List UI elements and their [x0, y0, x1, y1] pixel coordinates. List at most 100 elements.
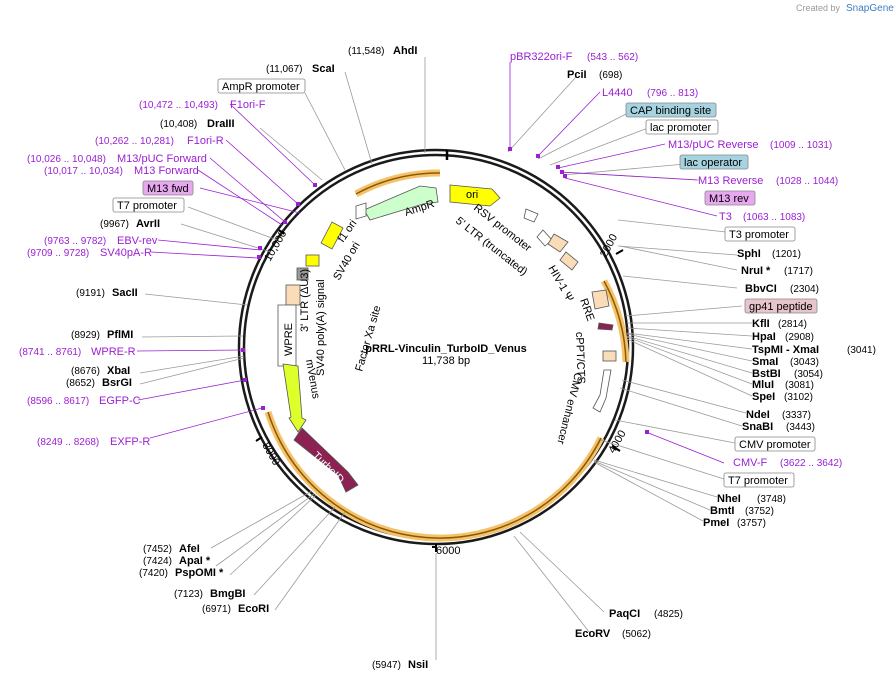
site-avrii: AvrII [136, 218, 160, 230]
site-bmti-pos: (3752) [745, 506, 774, 517]
primer-m13-rev: M13 Reverse [698, 175, 763, 187]
site-ndei-pos: (3337) [782, 410, 811, 421]
site-pflmi-pos: (8929) [71, 330, 100, 341]
site-bmgbi: BmgBI [210, 588, 245, 600]
site-paqci-pos: (4825) [654, 609, 683, 620]
primer-l4440: L4440 [602, 87, 633, 99]
primer-l4440-pos: (796 .. 813) [647, 88, 698, 99]
site-sphi: SphI [737, 248, 761, 260]
primer-m13puc-rev-pos: (1009 .. 1031) [770, 140, 832, 151]
site-xbai: XbaI [107, 365, 130, 377]
site-afei: AfeI [179, 543, 200, 555]
site-snabi-pos: (3443) [786, 422, 815, 433]
site-nhei: NheI [717, 493, 741, 505]
site-scai: ScaI [312, 63, 335, 75]
site-bbvci: BbvCI [745, 283, 777, 295]
site-tspmi-xmai: TspMI - XmaI [752, 344, 819, 356]
site-nrui-pos: (1717) [784, 266, 813, 277]
site-pflmi: PflMI [107, 329, 133, 341]
tick-4000: 4000 [606, 428, 629, 455]
snapgene-brand: SnapGene [846, 3, 894, 14]
site-ecori-pos: (6971) [202, 604, 231, 615]
sv40-ori-label: SV40 ori [331, 240, 362, 283]
cmv-enhancer-label: CMV enhancer [554, 371, 583, 445]
cppt-box [602, 350, 617, 362]
site-nrui: NruI * [741, 265, 771, 277]
site-bmgbi-pos: (7123) [174, 589, 203, 600]
site-xbai-pos: (8676) [71, 366, 100, 377]
site-mlui-pos: (3081) [785, 380, 814, 391]
site-bstbi-pos: (3054) [794, 369, 823, 380]
site-ahdi-pos: (11,548) [348, 46, 385, 57]
sv40-ori-box [305, 254, 320, 267]
site-apai-pos: (7424) [143, 556, 172, 567]
site-pcii-pos: (698) [599, 70, 622, 81]
primer-exfp-r-pos: (8249 .. 8268) [37, 437, 99, 448]
site-sphi-pos: (1201) [772, 249, 801, 260]
site-smai: SmaI [752, 356, 778, 368]
primer-m13puc-fwd-pos: (10,026 .. 10,048) [27, 154, 106, 165]
primer-wpre-r: WPRE-R [91, 346, 136, 358]
mvenus-arrow [282, 363, 307, 433]
sv40-polya-label: SV40 poly(A) signal [315, 279, 327, 376]
site-ahdi: AhdI [393, 45, 417, 57]
orange-arc-right [600, 279, 630, 363]
cmv-enhancer-arrow [592, 369, 612, 413]
site-bsrgi: BsrGI [102, 377, 132, 389]
rre-box [591, 289, 610, 310]
primer-m13-rev-pos: (1028 .. 1044) [776, 176, 838, 187]
tick-2000: 2000 [598, 232, 620, 259]
plasmid-size: 11,738 bp [422, 355, 470, 367]
site-pmei-pos: (3757) [737, 518, 766, 529]
site-smai-pos: (3043) [790, 357, 819, 368]
f1-ori-arrow [320, 221, 344, 250]
primer-cmv-f: CMV-F [733, 457, 768, 469]
box-lac-operator: lac operator [684, 157, 742, 169]
primer-cmv-f-pos: (3622 .. 3642) [780, 458, 842, 469]
primer-pbr322ori-f-pos: (543 .. 562) [587, 52, 638, 63]
small-feature [355, 202, 367, 220]
primer-ebv-rev-pos: (9763 .. 9782) [44, 236, 106, 247]
site-sacii: SacII [112, 287, 138, 299]
box-ampr-promoter: AmpR promoter [222, 81, 300, 93]
primer-egfp-c: EGFP-C [99, 395, 141, 407]
site-kfli-pos: (2814) [778, 319, 807, 330]
site-bsrgi-pos: (8652) [66, 378, 95, 389]
box-t3-promoter: T3 promoter [729, 229, 789, 241]
box-t7-promoter-right: T7 promoter [728, 475, 788, 487]
site-nsii: NsiI [408, 659, 428, 671]
site-tspmi-xmai-pos: (3041) [847, 345, 876, 356]
site-snabi: SnaBI [742, 421, 773, 433]
box-m13-rev: M13 rev [709, 193, 749, 205]
primer-f1ori-r: F1ori-R [187, 135, 224, 147]
leader-lines [139, 57, 753, 660]
primer-sv40pa-r-pos: (9709 .. 9728) [27, 248, 89, 259]
primer-ebv-rev: EBV-rev [117, 235, 158, 247]
ampr-arrow [363, 185, 439, 221]
orange-arc-bottom [264, 410, 605, 542]
primer-m13-fwd-pos: (10,017 .. 10,034) [44, 166, 123, 177]
site-spei: SpeI [752, 391, 775, 403]
box-cmv-promoter: CMV promoter [739, 439, 811, 451]
ltr3-box [285, 284, 301, 306]
factor-xa-label: Factor Xa site [353, 304, 383, 373]
site-paqci: PaqCI [609, 608, 640, 620]
primer-pbr322ori-f: pBR322ori-F [510, 51, 573, 63]
primer-m13-fwd: M13 Forward [134, 165, 199, 177]
site-ecorv: EcoRV [575, 628, 611, 640]
site-ecori: EcoRI [238, 603, 269, 615]
ori-label: ori [466, 189, 478, 201]
box-gp41-peptide: gp41 peptide [749, 301, 813, 313]
primer-t3-pos: (1063 .. 1083) [743, 212, 805, 223]
primer-wpre-r-pos: (8741 .. 8761) [19, 347, 81, 358]
site-pmei: PmeI [703, 517, 729, 529]
site-pspomi: PspOMI * [175, 567, 224, 579]
primer-leader-lines [136, 62, 725, 464]
site-hpai-pos: (2908) [785, 332, 814, 343]
site-nhei-pos: (3748) [757, 494, 786, 505]
site-scai-pos: (11,067) [266, 64, 303, 75]
primer-egfp-c-pos: (8596 .. 8617) [27, 396, 89, 407]
turboid-arrow [293, 427, 359, 493]
ltr5-box [547, 233, 569, 253]
